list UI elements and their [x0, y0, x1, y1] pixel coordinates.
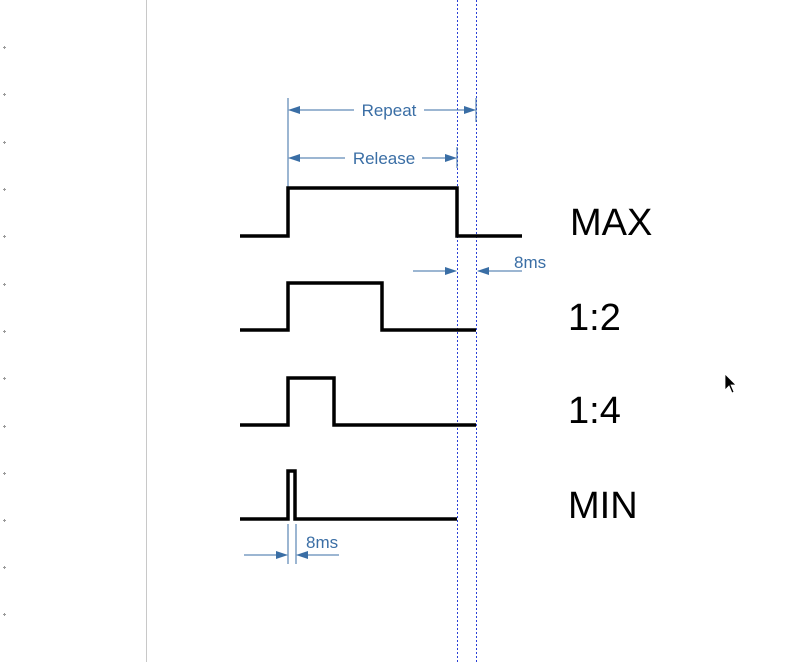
ruler-mark — [3, 141, 6, 144]
row-label-quarter: 1:4 — [568, 390, 621, 432]
ruler-mark — [3, 235, 6, 238]
waveform-min — [240, 469, 457, 521]
ruler-mark — [3, 566, 6, 569]
gap-bottom-label: 8ms — [306, 533, 338, 552]
gap-top-label: 8ms — [514, 253, 546, 272]
ruler-mark — [3, 46, 6, 49]
row-label-min: MIN — [568, 485, 638, 527]
ruler-mark — [3, 472, 6, 475]
waveform-quarter — [240, 376, 476, 427]
waveform-half — [240, 281, 476, 332]
row-label-half: 1:2 — [568, 297, 621, 339]
ruler-mark — [3, 377, 6, 380]
ruler-mark — [3, 93, 6, 96]
mouse-cursor-icon — [724, 373, 737, 394]
ruler-mark — [3, 519, 6, 522]
ruler-mark — [3, 188, 6, 191]
repeat-label: Repeat — [362, 101, 417, 120]
release-label: Release — [353, 149, 415, 168]
ruler-mark — [3, 613, 6, 616]
waveform-max — [240, 186, 522, 238]
ruler-mark — [3, 283, 6, 286]
row-label-max: MAX — [570, 202, 652, 244]
ruler-mark — [3, 330, 6, 333]
ruler-mark — [3, 425, 6, 428]
